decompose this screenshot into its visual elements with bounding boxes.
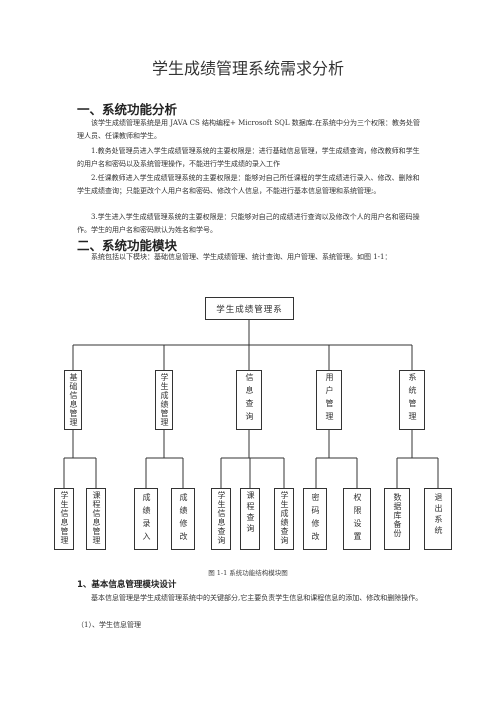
module-system-management: 系统管理: [399, 370, 425, 430]
leaf-label: 课程信息管理: [92, 491, 101, 545]
leaf-database-backup: 数据库备份: [384, 488, 410, 550]
leaf-password-change: 密码修改: [303, 488, 327, 550]
paragraph-modules-intro: 系统包括以下模块：基础信息管理、学生成绩管理、统计查询、用户管理、系统管理。如图…: [91, 253, 392, 261]
module-label: 基础信息管理: [69, 373, 78, 427]
module-label: 系统管理: [408, 373, 417, 425]
module-basic-info: 基础信息管理: [64, 370, 82, 430]
figure-caption: 图 1-1 系统功能结构模块图: [208, 569, 288, 577]
leaf-label: 数据库备份: [393, 493, 402, 538]
leaf-course-info-mgmt: 课程信息管理: [86, 488, 106, 550]
subsection-heading: 1、基本信息管理模块设计: [77, 580, 177, 590]
leaf-exit-system: 退出系统: [424, 488, 452, 550]
leaf-score-entry: 成绩录入: [134, 488, 158, 550]
leaf-student-info-query: 学生信息查询: [211, 488, 231, 550]
leaf-label: 学生信息查询: [217, 491, 226, 545]
paragraph-overview: 该学生成绩管理系统是用 JAVA CS 结构编程+ Microsoft SQL …: [77, 119, 421, 140]
leaf-label: 权限设置: [353, 493, 362, 545]
leaf-permission-settings: 权限设置: [343, 488, 371, 550]
leaf-label: 成绩录入: [142, 493, 151, 545]
diagram-root-box: 学生成绩管理系: [205, 297, 294, 320]
leaf-label: 密码修改: [311, 493, 320, 545]
leaf-student-info-mgmt: 学生信息管理: [54, 488, 74, 550]
module-info-query: 信息查询: [236, 370, 262, 430]
leaf-label: 学生成绩查询: [280, 491, 289, 545]
paragraph-student-permissions: 3.学生进入学生成绩管理系统的主要权限是：只能够对自己的成绩进行查询以及修改个人…: [77, 213, 420, 234]
leaf-score-edit: 成绩修改: [171, 488, 195, 550]
module-user-management: 用户管理: [316, 370, 342, 430]
leaf-course-query: 课程查询: [240, 488, 260, 550]
document-title: 学生成绩管理系统需求分析: [151, 59, 344, 78]
leaf-student-score-query: 学生成绩查询: [274, 488, 294, 550]
module-label: 用户管理: [325, 373, 334, 425]
leaf-label: 学生信息管理: [60, 491, 69, 545]
module-label: 信息查询: [245, 373, 254, 425]
leaf-label: 成绩修改: [179, 493, 188, 545]
leaf-label: 课程查询: [246, 491, 255, 535]
paragraph-admin-permissions: 1.教务处管理员进入学生成绩管理系统的主要权限是：进行基础信息管理，学生成绩查询…: [77, 147, 420, 168]
list-item-student-info: （1）、学生信息管理: [77, 621, 141, 629]
section-heading-system-analysis: 一、系统功能分析: [77, 102, 178, 117]
module-label: 学生成绩管理: [160, 373, 169, 427]
paragraph-teacher-permissions: 2.任课教师进入学生成绩管理系统的主要权限是：能够对自己所任课程的学生成绩进行录…: [77, 174, 420, 195]
paragraph-basic-info-design: 基本信息管理是学生成绩管理系统中的关键部分,它主要负责学生信息和课程信息的添加、…: [91, 594, 423, 602]
leaf-label: 退出系统: [434, 493, 443, 537]
section-heading-modules: 二、系统功能模块: [77, 238, 178, 253]
module-score-management: 学生成绩管理: [155, 370, 173, 430]
